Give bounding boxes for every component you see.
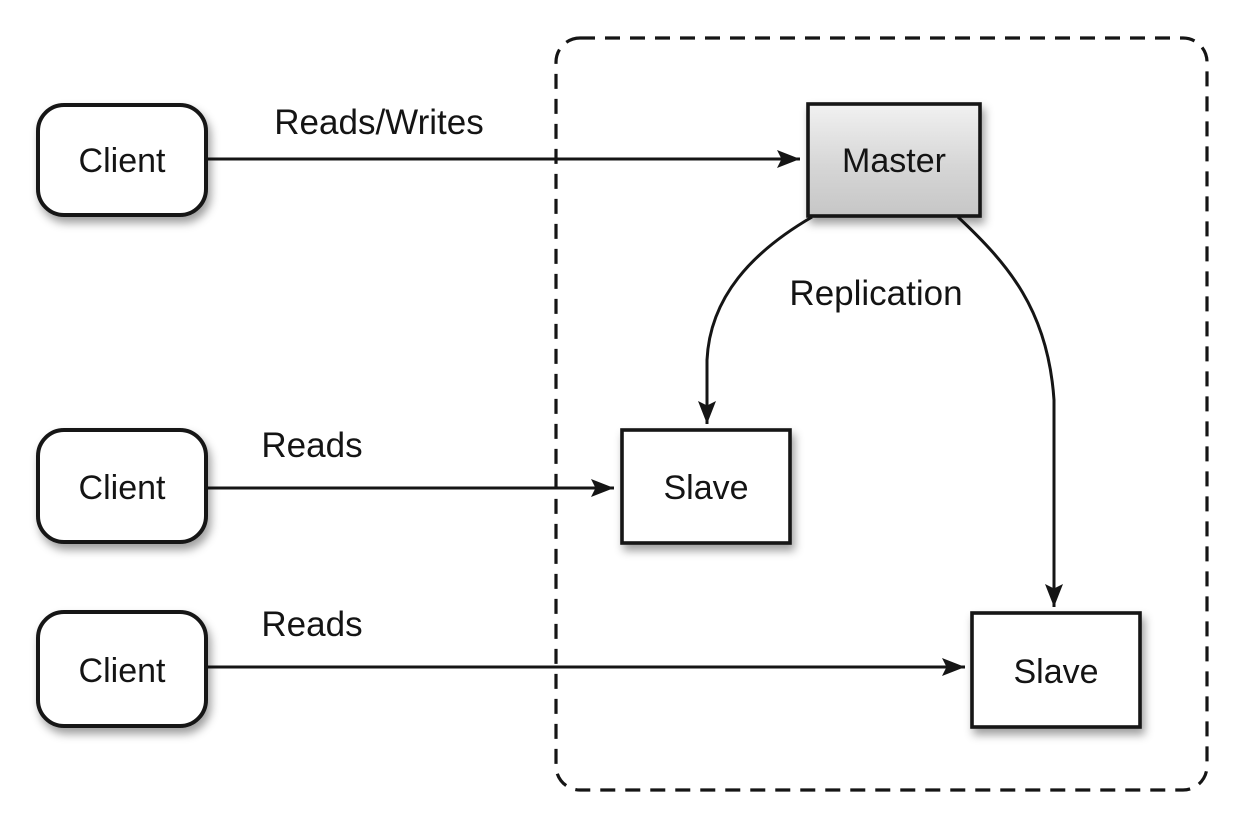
edge-label-reads-bottom: Reads [261,605,362,644]
edge-label-reads-middle: Reads [261,426,362,465]
client-node-3: Client [36,610,208,728]
arrow-master-to-slave1 [698,215,813,424]
client-node-1: Client [36,103,208,217]
slave2-box [970,611,1142,729]
slave1-box [620,428,792,545]
replication-group-border [554,36,1209,792]
slave2-label: Slave [1013,653,1098,691]
client3-box [36,610,208,728]
master-node: Master [806,102,982,218]
client2-box [36,428,208,544]
slave1-label: Slave [663,469,748,507]
master-box [806,102,982,218]
slave-node-2: Slave [970,611,1142,729]
client1-label: Client [79,142,166,180]
client3-label: Client [79,652,166,690]
arrow-master-to-slave2 [956,215,1063,607]
client2-label: Client [79,469,166,507]
client-node-2: Client [36,428,208,544]
client1-box [36,103,208,217]
edge-label-reads-writes: Reads/Writes [274,103,483,142]
slave-node-1: Slave [620,428,792,545]
edge-label-replication: Replication [789,274,962,313]
master-label: Master [842,142,946,180]
